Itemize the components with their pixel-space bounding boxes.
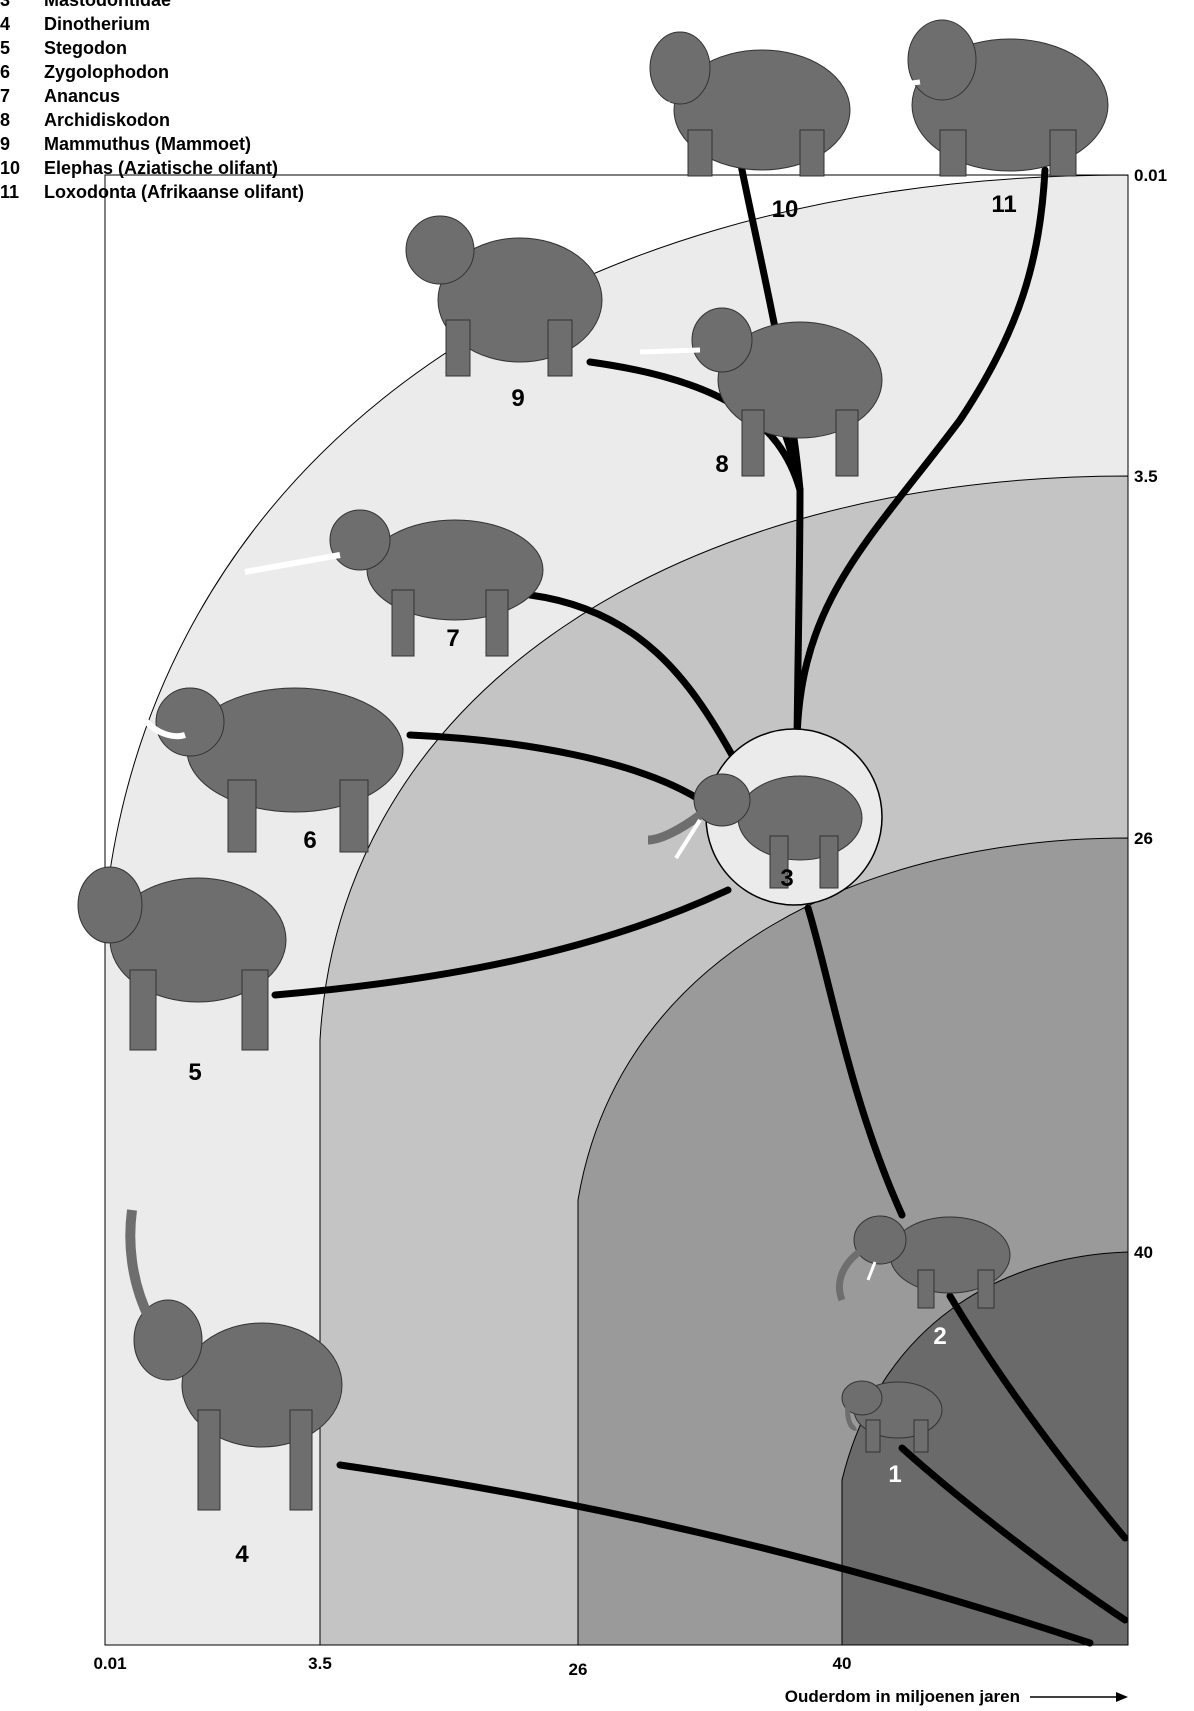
species-label-11: 11 xyxy=(991,191,1016,218)
species-label-7: 7 xyxy=(446,625,459,652)
species-label-8: 8 xyxy=(715,451,728,478)
branch-4 xyxy=(336,1461,1094,1647)
x-tick-0-01: 0.01 xyxy=(93,1654,126,1673)
animal-8 xyxy=(639,307,883,477)
animal-3 xyxy=(647,773,863,889)
x-tick-3-5: 3.5 xyxy=(308,1654,332,1673)
branch-1-origin xyxy=(898,1444,1129,1624)
species-label-1: 1 xyxy=(888,1461,901,1488)
species-label-6: 6 xyxy=(303,827,316,854)
branch-3-to-7 xyxy=(526,591,736,759)
branch-3-to-5 xyxy=(271,886,732,999)
x-tick-40: 40 xyxy=(833,1654,852,1673)
species-label-3: 3 xyxy=(780,865,793,892)
animal-9 xyxy=(357,215,603,377)
x-tick-26: 26 xyxy=(569,1660,588,1679)
animal-6 xyxy=(127,687,404,853)
right-tick-3-5: 3.5 xyxy=(1134,467,1158,486)
animal-11 xyxy=(869,19,1109,177)
species-label-9: 9 xyxy=(511,385,524,412)
species-label-2: 2 xyxy=(933,1323,946,1350)
right-tick-0-01: 0.01 xyxy=(1134,166,1167,185)
branch-3-to-6 xyxy=(406,731,709,807)
branch-2-origin xyxy=(946,1292,1129,1542)
species-label-5: 5 xyxy=(188,1059,201,1086)
axis-title: Ouderdom in miljoenen jaren xyxy=(785,1687,1020,1706)
branch-to-10 xyxy=(736,156,804,494)
branches xyxy=(271,156,1129,1647)
animal-1 xyxy=(841,1380,943,1453)
species-label-4: 4 xyxy=(235,1541,249,1568)
animal-10 xyxy=(619,31,851,177)
right-tick-40: 40 xyxy=(1134,1243,1153,1262)
right-tick-26: 26 xyxy=(1134,829,1153,848)
branch-to-11 xyxy=(793,166,1049,744)
animal-4 xyxy=(125,1209,343,1511)
branch-2-to-3 xyxy=(804,904,906,1219)
animal-7 xyxy=(244,509,544,657)
species-label-10: 10 xyxy=(772,196,799,223)
animal-5 xyxy=(17,866,287,1051)
animal-2 xyxy=(836,1215,1011,1309)
